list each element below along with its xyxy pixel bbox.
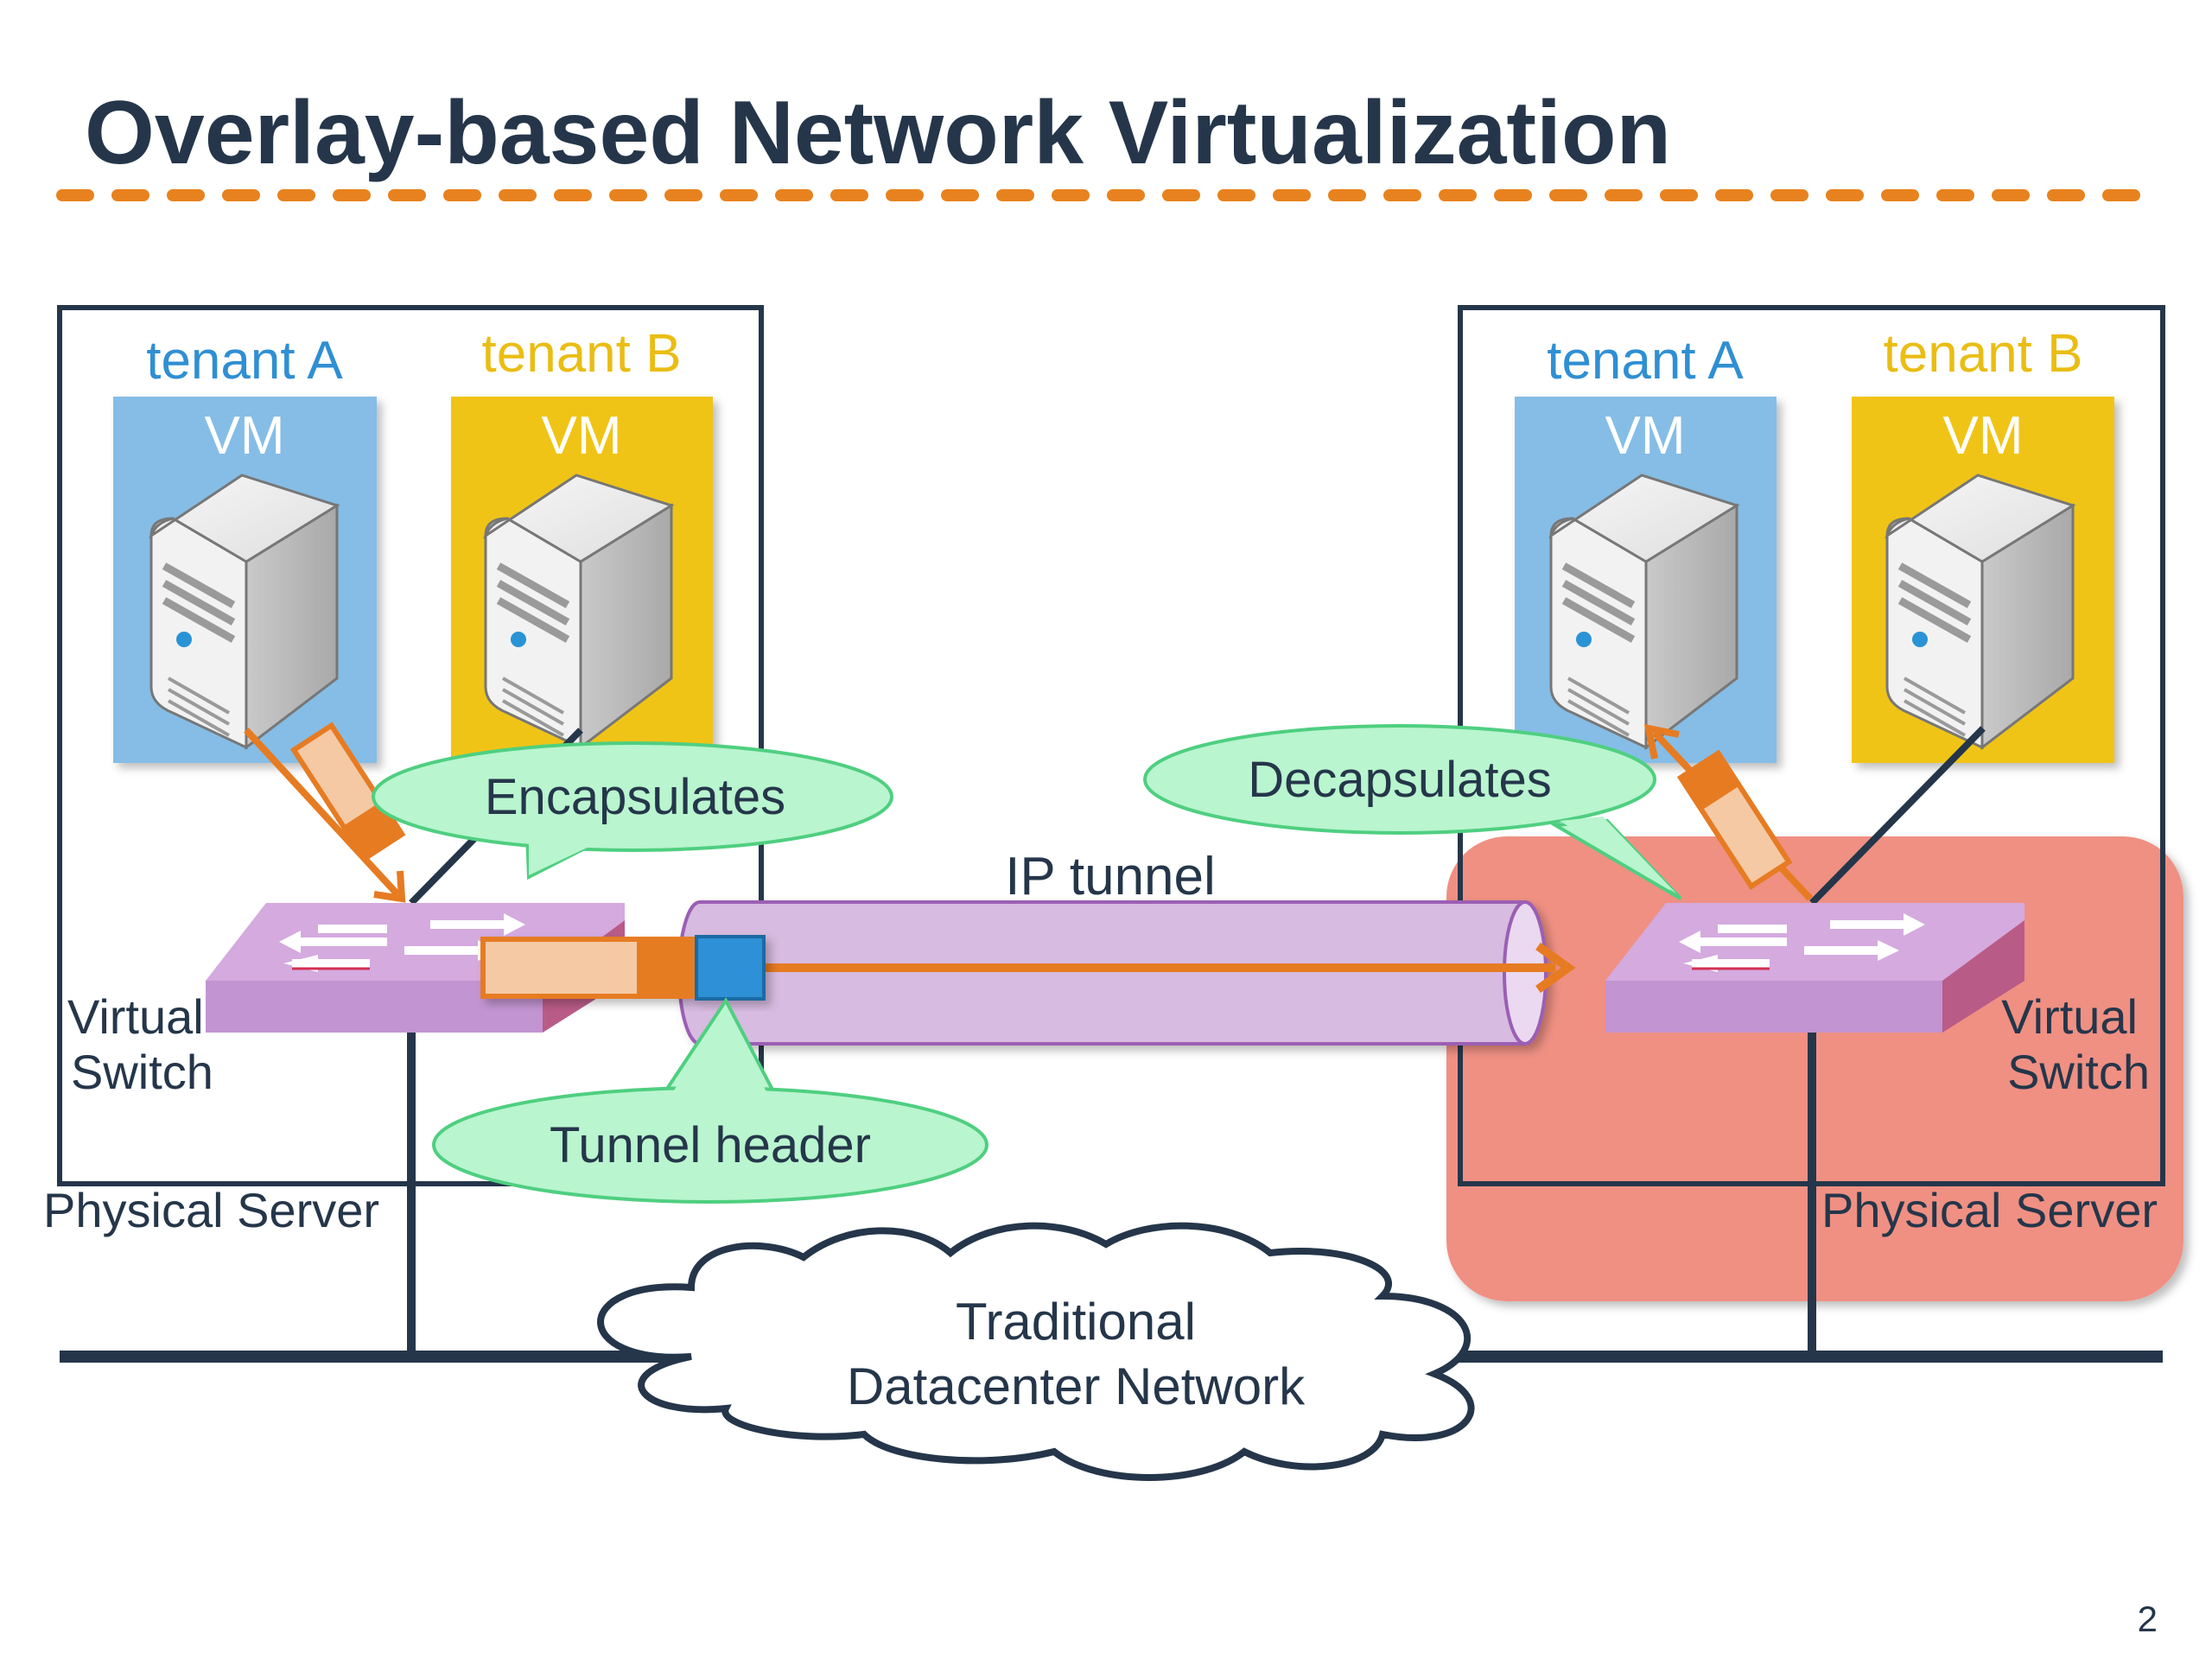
vm-label: VM	[205, 406, 285, 466]
decapsulates-callout: Decapsulates	[1143, 724, 1682, 900]
encapsulated-packet	[480, 935, 766, 1001]
svg-text:Decapsulates: Decapsulates	[1248, 752, 1551, 808]
page-number: 2	[2138, 1599, 2158, 1639]
tunnel-flow-arrow	[760, 942, 1576, 994]
vm-label: VM	[1605, 406, 1686, 466]
tunnel-header-block	[695, 935, 766, 1001]
right-vm-b-link	[1809, 726, 1986, 906]
tunnel-header-callout: Tunnel header	[432, 997, 988, 1204]
right-physical-server-label: Physical Server	[1821, 1183, 2158, 1237]
right-virtual-switch-label-2: Switch	[2007, 1045, 2150, 1099]
left-vm-tenant-b[interactable]: VM	[451, 397, 713, 763]
right-vm-tenant-b[interactable]: VM	[1852, 397, 2114, 763]
right-tenant-a-label: tenant A	[1547, 331, 1744, 391]
vm-label: VM	[1943, 406, 2024, 466]
left-tenant-b-label: tenant B	[482, 324, 682, 384]
slide-title: Overlay-based Network Virtualization	[85, 83, 1671, 183]
right-virtual-switch-label: Virtual	[2001, 989, 2138, 1044]
svg-text:Tunnel header: Tunnel header	[550, 1117, 871, 1173]
left-vm-tenant-a[interactable]: VM	[113, 397, 377, 763]
right-tenant-b-label: tenant B	[1884, 324, 2083, 384]
right-vm-tenant-a[interactable]: VM	[1515, 397, 1777, 763]
vm-label: VM	[542, 406, 622, 466]
ip-tunnel-label: IP tunnel	[1005, 847, 1216, 906]
encapsulates-callout: Encapsulates	[372, 741, 893, 880]
left-tenant-a-label: tenant A	[146, 331, 343, 391]
ip-tunnel	[677, 900, 1548, 1046]
left-physical-server-label: Physical Server	[43, 1183, 379, 1237]
inbound-packet-arrow	[244, 721, 406, 903]
left-virtual-switch-label: Virtual	[67, 989, 204, 1044]
svg-text:Encapsulates: Encapsulates	[485, 769, 785, 825]
left-virtual-switch-label-2: Switch	[71, 1045, 213, 1099]
right-virtual-switch[interactable]	[1605, 903, 2024, 1033]
network-label-line2: Datacenter Network	[847, 1357, 1306, 1415]
datacenter-network-cloud[interactable]: Traditional Datacenter Network	[597, 1222, 1475, 1481]
network-label-line1: Traditional	[956, 1293, 1196, 1351]
outbound-packet-arrow	[1643, 723, 1813, 901]
